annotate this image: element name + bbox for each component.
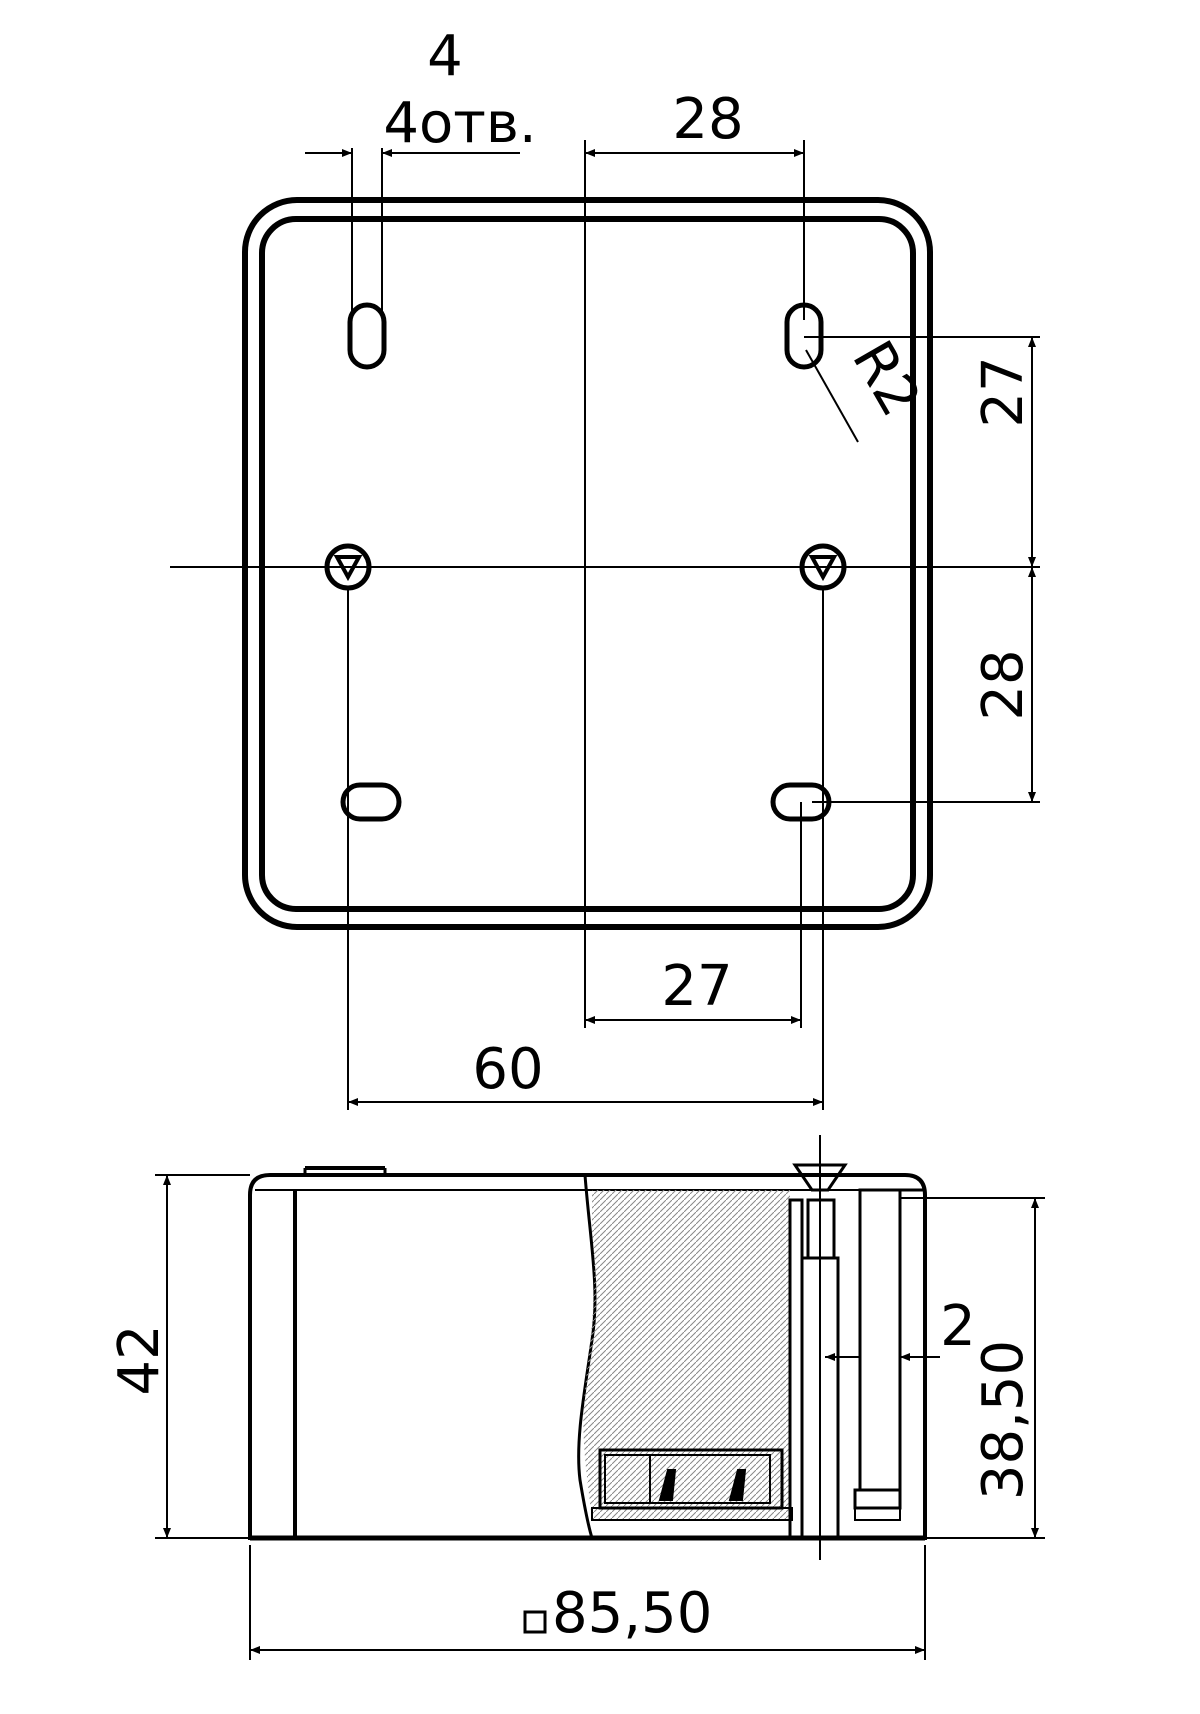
countersink-icon xyxy=(792,1163,848,1192)
side-outer-outline xyxy=(248,1173,927,1540)
side-view xyxy=(155,1135,1045,1660)
dim-label-r2: R2 xyxy=(839,330,933,427)
slot-top-left xyxy=(347,302,387,370)
dim-label-wall-2: 2 xyxy=(940,1294,976,1359)
section-hatch xyxy=(583,1190,790,1520)
leader-r2 xyxy=(805,349,859,443)
slot-bottom-left xyxy=(340,782,402,822)
extension-lines xyxy=(347,140,1040,1110)
dim-label-28-top: 28 xyxy=(672,87,743,152)
inner-wall-left xyxy=(788,1198,804,1540)
box-inner-outline xyxy=(259,216,916,912)
dim-label-hole-size: 4 xyxy=(427,24,463,89)
dim-label-hole-count: 4отв. xyxy=(383,91,536,156)
terminal-contact-2 xyxy=(728,1469,747,1501)
screw-mark-left-icon xyxy=(333,555,363,582)
outer-wall-right xyxy=(858,1188,902,1492)
break-line xyxy=(577,1174,597,1539)
dim-label-42: 42 xyxy=(107,1324,172,1395)
dim-label-28-right: 28 xyxy=(971,649,1036,720)
dim-label-27-right: 27 xyxy=(971,356,1036,427)
terminal-contact-1 xyxy=(658,1469,677,1501)
box-outer-outline xyxy=(242,197,933,930)
square-symbol-icon xyxy=(523,1610,547,1634)
dim-label-27-bottom: 27 xyxy=(661,954,732,1019)
side-dimension-lines xyxy=(163,1175,1039,1654)
dim-label-38-50: 38,50 xyxy=(971,1340,1036,1500)
wall-right-foot xyxy=(853,1488,902,1510)
screw-mark-right-icon xyxy=(808,555,838,582)
dimension-lines xyxy=(305,149,1036,1106)
plan-view xyxy=(170,140,1040,1110)
dim-label-85-50: 85,50 xyxy=(552,1581,712,1646)
dim-label-60-bottom: 60 xyxy=(472,1037,543,1102)
